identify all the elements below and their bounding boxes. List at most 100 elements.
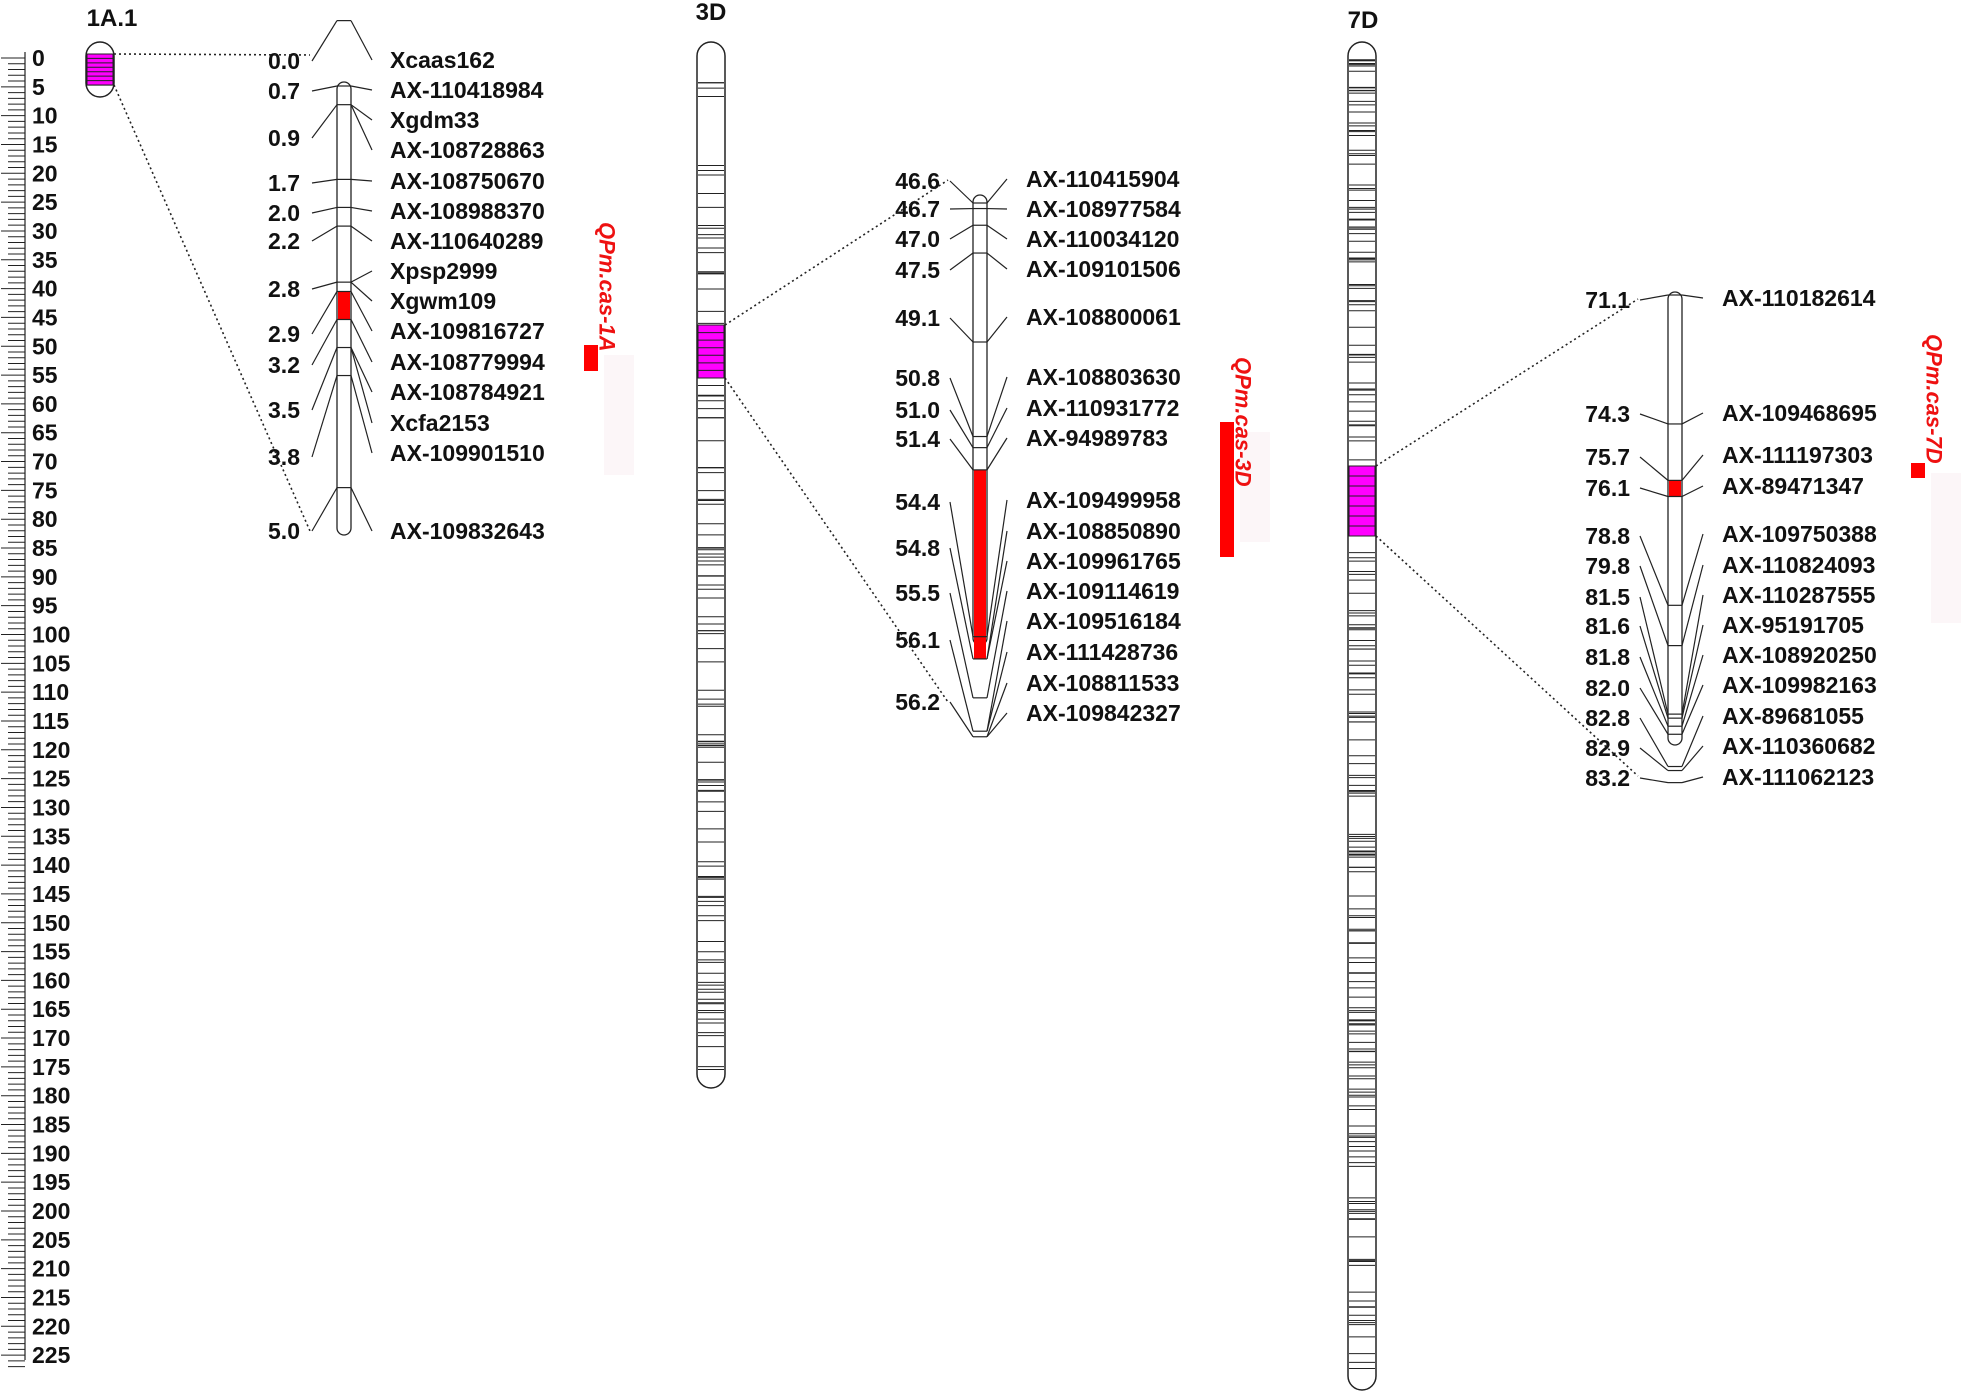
scale-label: 20 [32, 160, 58, 186]
scale-label: 110 [32, 679, 69, 705]
position-leader [311, 319, 338, 366]
position-leader [311, 20, 338, 62]
marker-leader [1681, 776, 1704, 784]
marker-label: AX-108988370 [390, 198, 545, 224]
scale-label: 100 [32, 622, 70, 648]
marker-label: AX-108811533 [1026, 670, 1179, 696]
marker-leader [986, 224, 1008, 240]
position-label: 56.2 [895, 689, 940, 715]
qtl-label-shadow [1931, 473, 1961, 623]
scale-label: 175 [32, 1054, 71, 1080]
marker-label: AX-89471347 [1722, 473, 1864, 499]
marker-label: AX-110034120 [1026, 226, 1179, 252]
position-label: 2.2 [268, 228, 300, 254]
position-label: 50.8 [895, 365, 940, 391]
marker-label: AX-109816727 [390, 318, 545, 344]
position-leader [949, 639, 974, 732]
connector-line [724, 377, 949, 703]
qtl-label-shadow [1240, 432, 1270, 542]
position-leader [311, 178, 338, 184]
position-label: 47.0 [895, 226, 940, 252]
scale-label: 95 [32, 593, 58, 619]
position-leader [1639, 413, 1669, 425]
marker-label: AX-108800061 [1026, 304, 1181, 330]
position-label: 2.0 [268, 200, 300, 226]
qtl-interval-on-map [1669, 480, 1681, 497]
position-leader [311, 206, 338, 214]
marker-leader [350, 206, 373, 212]
position-label: 2.9 [268, 321, 300, 347]
marker-leader [1681, 594, 1704, 715]
connector-line [1375, 535, 1639, 777]
scale-label: 70 [32, 449, 58, 475]
marker-label: AX-109901510 [390, 440, 545, 466]
scale-label: 150 [32, 910, 70, 936]
marker-label: AX-89681055 [1722, 703, 1864, 729]
marker-leader [986, 620, 1008, 732]
position-label: 47.5 [895, 257, 940, 283]
position-leader [1639, 656, 1669, 727]
scale-label: 40 [32, 276, 58, 302]
chromosome-7D: 7D [1347, 7, 1379, 1391]
marker-label: AX-109982163 [1722, 672, 1877, 698]
chromosome-title-1A: 1A.1 [87, 5, 138, 32]
position-leader [949, 180, 974, 204]
marker-label: AX-109114619 [1026, 578, 1179, 604]
position-label: 78.8 [1585, 523, 1630, 549]
marker-leader [986, 682, 1008, 737]
marker-label: AX-108784921 [390, 379, 545, 405]
marker-leader [986, 560, 1008, 660]
position-label: 5.0 [268, 518, 300, 544]
position-leader [311, 85, 338, 92]
position-label: 49.1 [895, 305, 940, 331]
scale-label: 180 [32, 1083, 70, 1109]
marker-leader [350, 20, 373, 61]
scale-label: 160 [32, 967, 70, 993]
position-leader [949, 438, 974, 471]
position-label: 51.0 [895, 397, 940, 423]
chromosome-region-highlight [1348, 465, 1376, 537]
marker-label: AX-109832643 [390, 518, 545, 544]
scale-label: 115 [32, 708, 69, 734]
marker-leader [350, 225, 373, 242]
marker-leader [986, 437, 1008, 471]
marker-label: AX-108850890 [1026, 518, 1181, 544]
position-label: 3.5 [268, 397, 300, 423]
marker-label: AX-94989783 [1026, 425, 1168, 451]
position-leader [1639, 747, 1669, 772]
position-leader [311, 104, 338, 139]
marker-leader [986, 316, 1008, 343]
marker-leader [1681, 294, 1704, 299]
qtl-interval-on-map [338, 291, 350, 320]
marker-leader [350, 375, 373, 454]
chromosome-title-7D: 7D [1348, 7, 1379, 34]
position-leader [1639, 565, 1669, 646]
marker-leader [350, 85, 373, 91]
position-leader [949, 252, 974, 271]
marker-label: AX-110415904 [1026, 166, 1180, 192]
marker-label: AX-111428736 [1026, 639, 1178, 665]
marker-leader [986, 407, 1008, 448]
marker-label: AX-109842327 [1026, 700, 1181, 726]
marker-label: AX-108750670 [390, 168, 545, 194]
map-detail-1A: 0.00.70.91.72.02.22.82.93.23.53.85.0Xcaa… [113, 20, 634, 544]
qtl-bar [1911, 463, 1925, 478]
scale-label: 65 [32, 420, 58, 446]
connector-line [724, 179, 949, 326]
marker-label: AX-109499958 [1026, 487, 1181, 513]
position-label: 82.9 [1585, 735, 1630, 761]
qtl-name-label: QPm.cas-1A [595, 222, 620, 352]
position-label: 81.5 [1585, 584, 1630, 610]
marker-label: AX-110640289 [390, 228, 543, 254]
marker-label: AX-110931772 [1026, 395, 1179, 421]
marker-leader [350, 347, 373, 393]
marker-leader [1681, 454, 1704, 481]
position-label: 2.8 [268, 276, 300, 302]
position-leader [949, 409, 974, 448]
marker-label: AX-109961765 [1026, 548, 1181, 574]
scale-label: 155 [32, 939, 71, 965]
marker-leader [1681, 412, 1704, 425]
marker-label: Xgwm109 [390, 288, 496, 314]
scale-label: 130 [32, 794, 70, 820]
